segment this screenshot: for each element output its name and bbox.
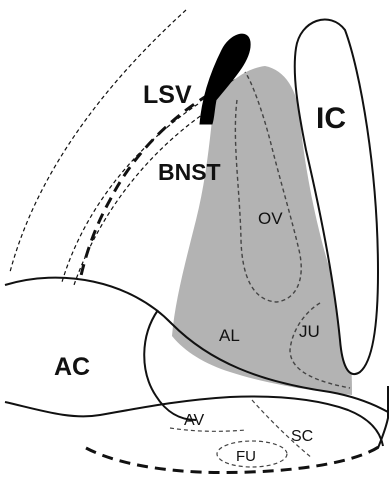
av-lower-divider: [170, 428, 246, 431]
label-av: AV: [184, 412, 204, 429]
right-boundary: [378, 386, 388, 448]
label-lsv: LSV: [143, 81, 192, 109]
label-ju: JU: [299, 322, 320, 341]
label-ic: IC: [316, 102, 346, 135]
inner-dashed-line-1: [62, 104, 198, 282]
label-ac: AC: [54, 353, 90, 381]
label-fu: FU: [236, 448, 256, 465]
label-ov: OV: [258, 209, 283, 228]
label-sc: SC: [291, 428, 313, 445]
label-bnst: BNST: [158, 159, 221, 185]
label-al: AL: [219, 326, 240, 345]
bottom-dashed-curve: [86, 446, 380, 473]
